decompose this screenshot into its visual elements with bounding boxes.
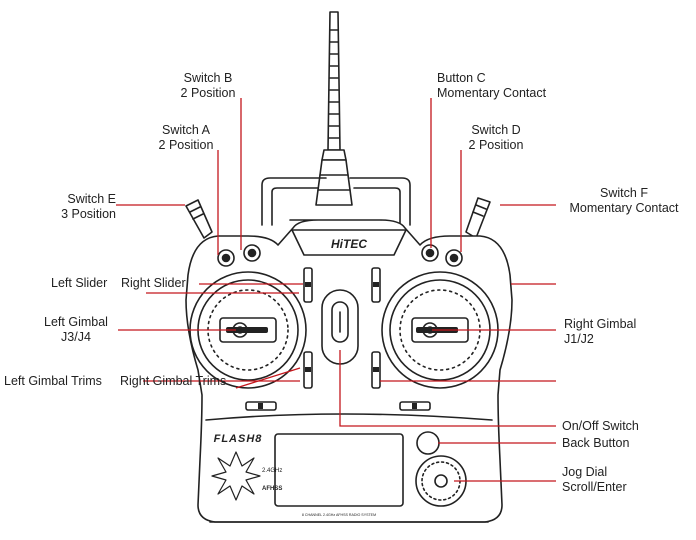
trim-knobs (258, 282, 417, 409)
leader-on-off (339, 350, 556, 427)
on-off-switch-name: On/Off Switch (562, 419, 639, 433)
model-name: FLASH8 (214, 433, 263, 445)
label-switch-b: Switch B 2 Position (158, 71, 258, 101)
leader-right-gimbal-trims (235, 367, 301, 389)
on-off-switch-body (321, 289, 359, 365)
switch-f-name: Switch F (600, 186, 648, 200)
switch-e-type: 3 Position (61, 207, 116, 221)
screen-caption: 8 CHANNEL 2.4GHz AFHSS RADIO SYSTEM (302, 513, 376, 517)
logo-plate (291, 229, 407, 256)
button-c-name: Button C (437, 71, 486, 85)
lower-panel-divider (205, 413, 493, 421)
jog-dial-function: Scroll/Enter (562, 480, 627, 494)
button-c-socket (421, 244, 439, 262)
label-switch-e: Switch E 3 Position (20, 192, 116, 222)
back-button-body (416, 431, 440, 455)
back-button-name: Back Button (562, 436, 630, 450)
switch-a-type: 2 Position (158, 138, 214, 152)
label-switch-d: Switch D 2 Position (446, 123, 546, 153)
switch-b-name: Switch B (183, 71, 233, 85)
switch-e-name: Switch E (67, 192, 116, 206)
switch-f-body (465, 197, 491, 239)
carry-handle (261, 177, 411, 226)
label-button-c: Button C Momentary Contact (437, 71, 546, 101)
switch-b-socket (243, 244, 261, 262)
label-switch-f: Switch F Momentary Contact (559, 186, 689, 216)
label-jog-dial: Jog Dial Scroll/Enter (562, 465, 627, 495)
right-slider-name: Right Slider (121, 276, 186, 290)
switch-d-type: 2 Position (468, 138, 524, 152)
right-gimbal-trims-name: Right Gimbal Trims (120, 374, 227, 388)
label-left-gimbal-trims: Left Gimbal Trims (4, 374, 102, 389)
badge-logo (211, 451, 261, 501)
left-slider-name: Left Slider (51, 276, 108, 290)
left-gimbal-name: Left Gimbal (44, 315, 108, 329)
switch-a-name: Switch A (162, 123, 210, 137)
antenna (315, 11, 353, 206)
label-left-slider: Left Slider (51, 276, 107, 291)
lcd-screen (274, 433, 404, 507)
label-right-slider: Right Slider (121, 276, 186, 291)
right-gimbal-channels: J1/J2 (564, 332, 594, 346)
label-right-gimbal: Right Gimbal J1/J2 (564, 317, 636, 347)
jog-dial-name: Jog Dial (562, 465, 608, 479)
switch-a-socket (217, 249, 235, 267)
left-gimbal-channels: J3/J4 (61, 330, 91, 344)
label-switch-a: Switch A 2 Position (136, 123, 236, 153)
button-c-type: Momentary Contact (437, 86, 547, 100)
switch-d-socket (445, 249, 463, 267)
switch-d-name: Switch D (471, 123, 521, 137)
leader-lines (116, 98, 556, 482)
label-on-off-switch: On/Off Switch (562, 419, 639, 434)
hitec-logo: HiTEC (331, 237, 367, 251)
badge-text-2: AFHSS (262, 486, 282, 492)
left-gimbal-trims-name: Left Gimbal Trims (4, 374, 102, 388)
right-gimbal-name: Right Gimbal (564, 317, 637, 331)
label-right-gimbal-trims: Right Gimbal Trims (120, 374, 226, 389)
label-back-button: Back Button (562, 436, 629, 451)
badge-text-1: 2.4GHz (262, 468, 282, 474)
switch-b-type: 2 Position (180, 86, 236, 100)
switch-e-body (185, 199, 213, 239)
label-left-gimbal: Left Gimbal J3/J4 (34, 315, 118, 345)
switch-f-type: Momentary Contact (569, 201, 679, 215)
